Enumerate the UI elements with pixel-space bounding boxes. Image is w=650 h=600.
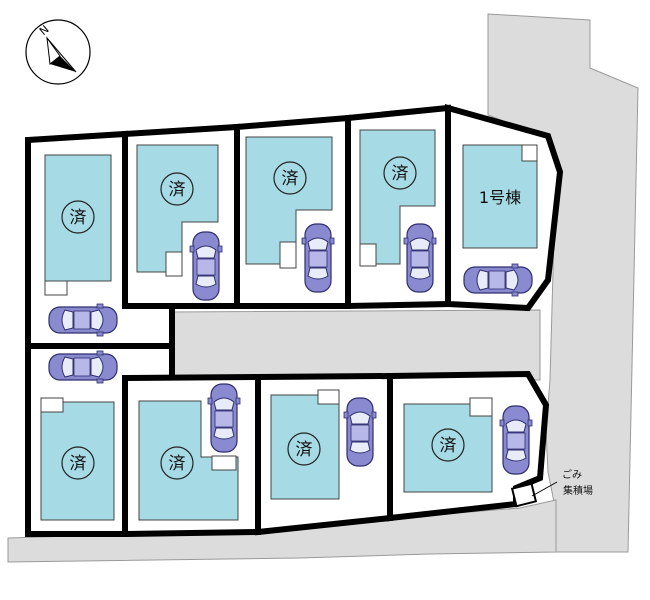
north-arrow-icon (25, 19, 91, 85)
car-icon (403, 223, 437, 293)
lot-h-unit (469, 397, 493, 417)
lot-c-unit (279, 241, 297, 269)
lot-b-unit (165, 251, 183, 277)
lot-e-unit (40, 397, 64, 413)
garbage-label-line2: 集積場 (563, 484, 593, 497)
lot-a-sold-mark: 済 (61, 200, 95, 234)
car-icon (301, 223, 335, 293)
svg-text:済: 済 (70, 454, 87, 474)
lot-f-unit (211, 455, 237, 471)
lot-b-sold-mark: 済 (160, 172, 194, 206)
garbage-label-line1: ごみ (562, 468, 582, 481)
lot-1-house (462, 144, 538, 249)
garbage-leader-line (531, 481, 558, 497)
car-icon (499, 405, 533, 475)
lot-h-sold-mark: 済 (431, 428, 465, 462)
lot-c-sold-mark: 済 (273, 161, 307, 195)
road-internal (169, 309, 541, 381)
lot-e-sold-mark: 済 (61, 446, 95, 480)
lot-g-sold-mark: 済 (287, 432, 321, 466)
car-icon (189, 231, 223, 301)
car-icon (48, 303, 118, 337)
svg-text:済: 済 (282, 169, 299, 189)
lot-b-house (136, 144, 219, 273)
car-icon (207, 383, 241, 453)
lot-g-unit (317, 389, 340, 405)
svg-text:済: 済 (440, 436, 457, 456)
lot-1-unit (521, 144, 538, 162)
svg-text:済: 済 (392, 164, 409, 184)
lot-d-unit (359, 243, 377, 267)
garbage-point (510, 482, 538, 508)
lot-1-label: 1号棟 (479, 188, 521, 207)
lot-a-unit (44, 280, 68, 296)
car-icon (48, 350, 118, 384)
car-icon (343, 397, 377, 467)
svg-text:済: 済 (169, 180, 186, 200)
lot-d-sold-mark: 済 (383, 156, 417, 190)
lot-f-sold-mark: 済 (160, 446, 194, 480)
svg-text:済: 済 (70, 208, 87, 228)
lot-c-house (245, 136, 333, 265)
car-icon (463, 263, 533, 297)
svg-text:済: 済 (296, 440, 313, 460)
svg-text:済: 済 (169, 454, 186, 474)
